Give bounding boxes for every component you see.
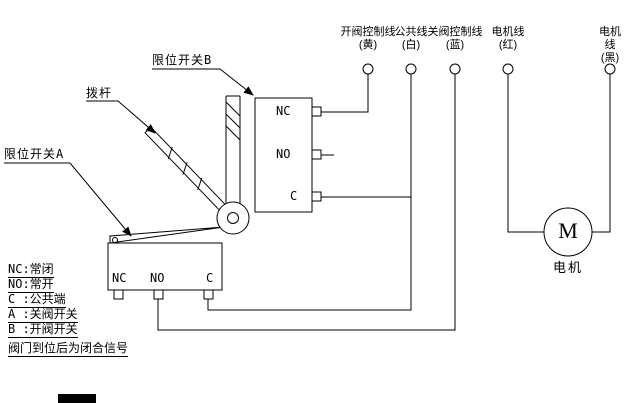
wire-common: [207, 74, 412, 311]
wire-close-valve-control: [157, 74, 456, 331]
lever-arm: [144, 126, 226, 211]
legend-nc: NC:常闭: [8, 262, 54, 278]
limit-switch-b-box: [254, 97, 313, 213]
terminal-name: 关阀控制线: [427, 26, 483, 38]
switch-b-label-no: NO: [276, 147, 291, 161]
leader-switch-a: [4, 162, 132, 237]
motor-label: 电机: [552, 261, 584, 276]
terminal-name: 开阀控制线: [340, 26, 396, 38]
motor-circle: [543, 207, 593, 257]
pivot-wheel: [216, 201, 250, 235]
terminal-circle-close-valve-blue: [449, 63, 461, 75]
legend-a: A :关阀开关: [8, 307, 78, 323]
terminal-circle-motor-red: [502, 63, 514, 75]
terminal-label-motor-black: 电机线 (黑): [596, 26, 625, 65]
switch-b-label-nc: NC: [276, 104, 291, 118]
switch-b-label-c: C: [290, 189, 298, 203]
terminal-circle-motor-black: [604, 63, 616, 75]
terminal-label-open-valve: 开阀控制线 (黄): [341, 26, 396, 52]
actuator-rod: [225, 95, 241, 205]
terminal-color: (红): [498, 39, 518, 51]
terminal-color: (黑): [600, 52, 620, 64]
terminal-circle-common-white: [405, 63, 417, 75]
leader-lever: [86, 100, 156, 134]
terminal-color: (黄): [358, 39, 378, 51]
legend-c: C :公共端: [8, 292, 66, 308]
switch-b-pin-c: [311, 191, 322, 202]
callout-lever: 拨杆: [86, 86, 113, 100]
switch-a-label-nc: NC: [112, 271, 127, 285]
terminal-label-common: 公共线 (白): [395, 26, 428, 52]
terminal-name: 电机线: [491, 26, 525, 38]
legend-note: 阀门到位后为闭合信号: [8, 341, 129, 357]
terminal-name: 公共线: [394, 26, 428, 38]
legend-b: B :开阀开关: [8, 322, 78, 338]
switch-a-pin-nc: [113, 289, 124, 300]
terminal-circle-open-valve-yellow: [362, 63, 374, 75]
wire-open-valve-control: [321, 74, 369, 113]
limit-switch-a-box: [107, 242, 223, 291]
terminal-label-motor-red: 电机线 (红): [492, 26, 525, 52]
bottom-bar-artifact: [58, 394, 96, 403]
callout-limit-switch-b: 限位开关B: [152, 53, 213, 67]
switch-a-label-no: NO: [150, 271, 165, 285]
switch-b-pin-nc: [311, 106, 322, 117]
terminal-name: 电机线: [599, 26, 621, 51]
switch-a-pin-c: [203, 289, 214, 300]
terminal-color: (蓝): [445, 39, 465, 51]
motor-symbol: M: [558, 218, 578, 243]
callout-limit-switch-a: 限位开关A: [4, 147, 65, 161]
switch-a-lever: [109, 226, 225, 244]
switch-a-label-c: C: [206, 271, 214, 285]
switch-a-pin-no: [153, 289, 164, 300]
leader-switch-b: [152, 68, 254, 96]
wire-motor-red: [507, 74, 544, 233]
terminal-color: (白): [401, 39, 421, 51]
terminal-label-close-valve: 关阀控制线 (蓝): [428, 26, 483, 52]
legend-no: NO:常开: [8, 277, 54, 293]
switch-b-pin-no: [311, 149, 322, 160]
wire-motor-black: [592, 74, 611, 233]
